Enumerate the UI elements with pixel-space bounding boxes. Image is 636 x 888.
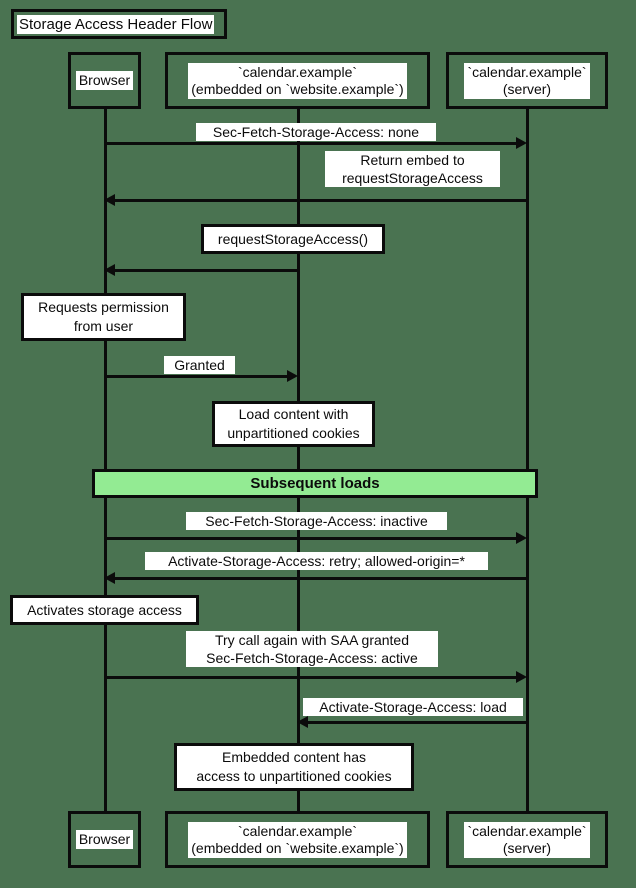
divider-subsequent-loads: Subsequent loads <box>92 469 538 498</box>
divider-label: Subsequent loads <box>250 474 380 492</box>
lifeline-embedded <box>297 108 300 814</box>
message-label-m7: Try call again with SAA granted Sec-Fetc… <box>186 631 438 667</box>
message-label-m6: Activate-Storage-Access: retry; allowed-… <box>145 552 488 570</box>
diagram-title-frame: Storage Access Header Flow <box>11 9 227 39</box>
arrow-head-right-icon-m1 <box>516 137 527 149</box>
message-line-m3 <box>115 269 298 272</box>
message-line-m5 <box>105 537 516 540</box>
message-line-m6 <box>115 577 527 580</box>
participant-label-server-top: `calendar.example` (server) <box>464 62 590 99</box>
note-box-n1: requestStorageAccess() <box>201 224 385 254</box>
participant-box-embedded-bottom[interactable]: `calendar.example` (embedded on `website… <box>165 811 430 868</box>
note-label-n2: Requests permission from user <box>38 299 169 334</box>
message-line-m2 <box>115 199 527 202</box>
message-label-m5: Sec-Fetch-Storage-Access: inactive <box>186 512 447 530</box>
participant-box-server-top[interactable]: `calendar.example` (server) <box>446 52 608 109</box>
message-line-m8 <box>308 721 527 724</box>
participant-label-embedded-bottom: `calendar.example` (embedded on `website… <box>188 821 407 858</box>
participant-label-embedded-top: `calendar.example` (embedded on `website… <box>188 62 407 99</box>
note-box-n2: Requests permission from user <box>21 293 186 341</box>
participant-box-server-bottom[interactable]: `calendar.example` (server) <box>446 811 608 868</box>
message-label-m4: Granted <box>164 356 235 374</box>
arrow-head-right-icon-m5 <box>516 532 527 544</box>
note-box-n3: Load content with unpartitioned cookies <box>212 401 375 447</box>
participant-label-browser-bottom: Browser <box>75 830 134 849</box>
diagram-title: Storage Access Header Flow <box>17 14 215 34</box>
note-label-n5: Embedded content has access to unpartiti… <box>196 749 392 784</box>
participant-label-server-bottom: `calendar.example` (server) <box>464 821 590 858</box>
message-label-m1: Sec-Fetch-Storage-Access: none <box>196 123 436 141</box>
message-label-m2: Return embed to requestStorageAccess <box>325 151 500 187</box>
note-box-n4: Activates storage access <box>10 595 199 625</box>
message-line-m1 <box>105 142 516 145</box>
arrow-head-left-icon-m2 <box>104 194 115 206</box>
message-label-m8: Activate-Storage-Access: load <box>303 698 523 716</box>
note-label-n3: Load content with unpartitioned cookies <box>227 406 360 441</box>
note-label-n1: requestStorageAccess() <box>217 230 369 247</box>
arrow-head-left-icon-m3 <box>104 264 115 276</box>
lifeline-browser <box>104 108 107 814</box>
arrow-head-right-icon-m7 <box>516 671 527 683</box>
arrow-head-left-icon-m6 <box>104 572 115 584</box>
participant-box-embedded-top[interactable]: `calendar.example` (embedded on `website… <box>165 52 430 109</box>
lifeline-server <box>526 108 529 814</box>
arrow-head-left-icon-m8 <box>297 716 308 728</box>
note-box-n5: Embedded content has access to unpartiti… <box>174 743 414 791</box>
message-line-m7 <box>105 676 516 679</box>
message-line-m4 <box>105 375 287 378</box>
participant-label-browser-top: Browser <box>75 71 134 90</box>
participant-box-browser-top[interactable]: Browser <box>68 52 141 109</box>
note-label-n4: Activates storage access <box>27 601 182 618</box>
participant-box-browser-bottom[interactable]: Browser <box>68 811 141 868</box>
arrow-head-right-icon-m4 <box>287 370 298 382</box>
